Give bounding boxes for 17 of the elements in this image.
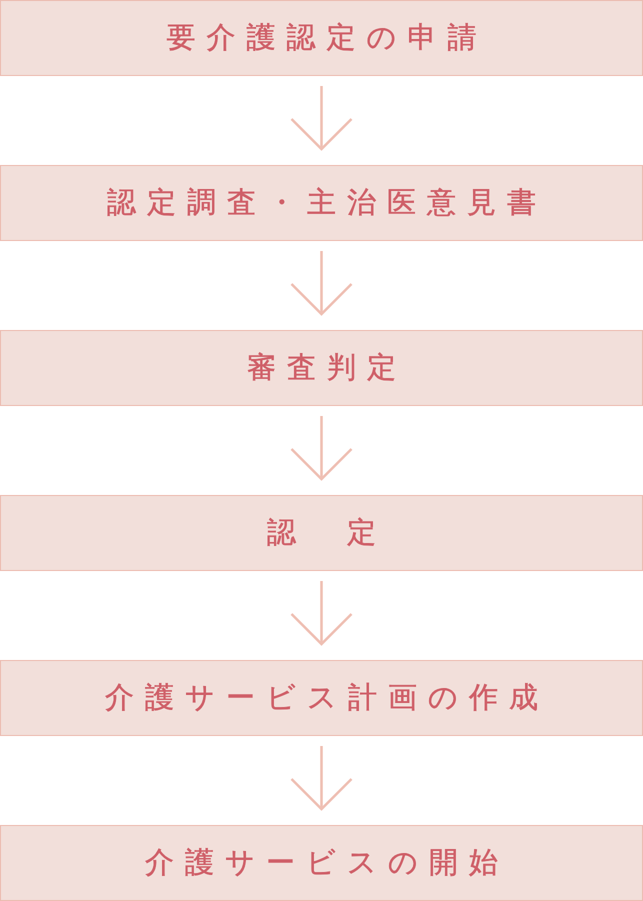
- process-box: [0, 495, 643, 571]
- step-label: 認 定: [266, 517, 387, 549]
- arrow: [290, 581, 353, 646]
- process-box: [0, 0, 643, 76]
- process-box: [0, 165, 643, 241]
- process-box: [0, 825, 643, 901]
- step-label: 審査判定: [246, 352, 407, 384]
- step-label: 要介護認定の申請: [166, 22, 488, 54]
- arrow: [290, 86, 353, 150]
- step-label: 介護サービスの開始: [144, 847, 509, 879]
- step-label: 認定調査・主治医意見書: [106, 187, 547, 219]
- arrow: [290, 251, 353, 316]
- step-label: 介護サービス計画の作成: [104, 682, 549, 714]
- process-box: [0, 330, 643, 406]
- process-box: [0, 660, 643, 736]
- arrow: [290, 416, 353, 480]
- arrow: [290, 746, 353, 810]
